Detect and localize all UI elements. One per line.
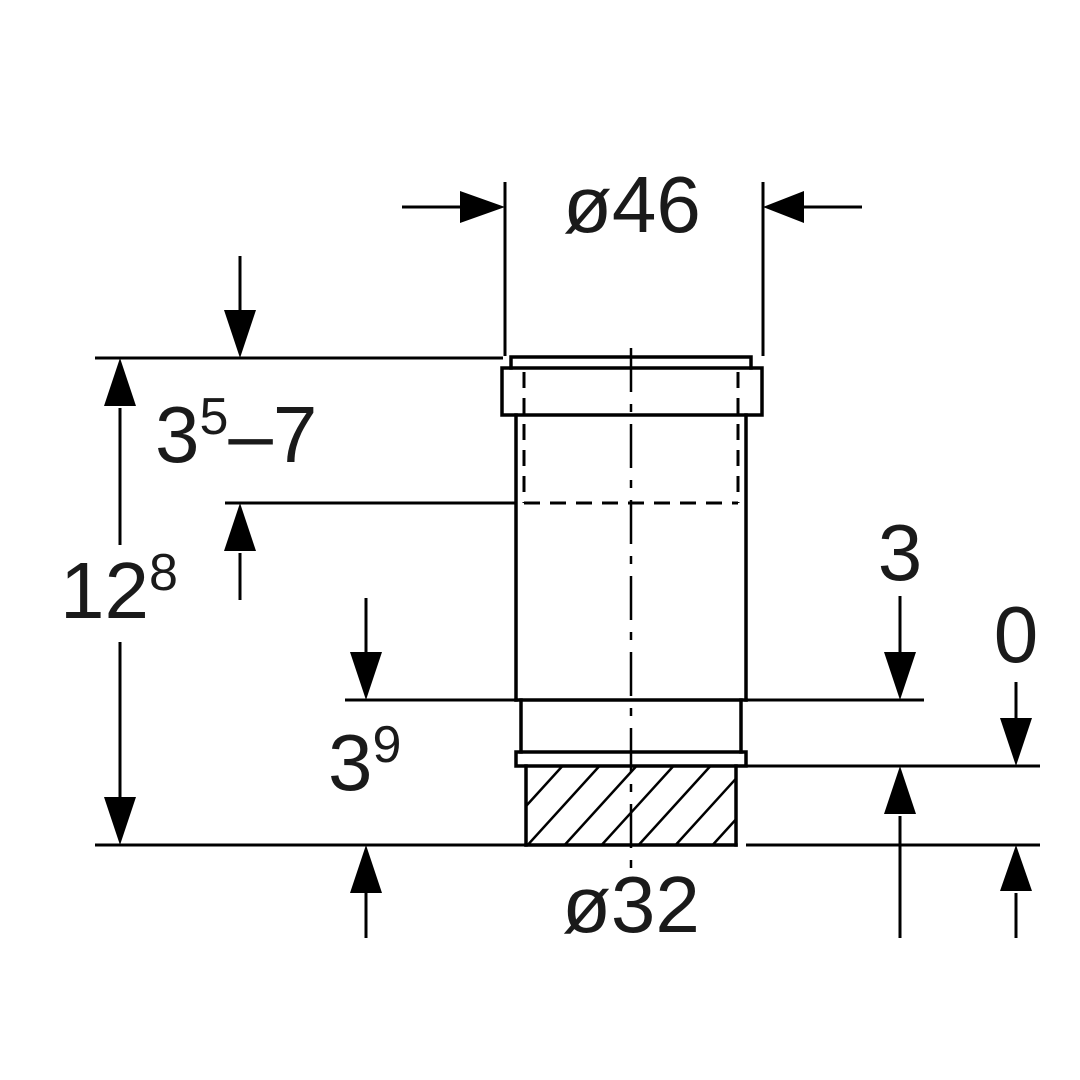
spigot-hatching xyxy=(527,767,735,844)
hatch-line xyxy=(527,767,601,844)
arrowhead-up xyxy=(224,503,256,551)
arrowhead-down xyxy=(104,797,136,845)
arrowhead-down xyxy=(350,652,382,700)
hatch-line xyxy=(711,818,735,844)
dim-datum: 0 xyxy=(746,590,1040,938)
dim-ridge-offset: 3 xyxy=(746,508,1040,938)
dim-top-diameter-label: ø46 xyxy=(563,160,701,249)
arrowhead-down xyxy=(884,652,916,700)
arrowhead-right xyxy=(460,191,505,223)
arrowhead-up xyxy=(884,766,916,814)
dim-bottom-diameter: ø32 xyxy=(562,860,700,949)
hatch-line xyxy=(527,767,564,807)
dim-insertion-depth-label: 35–7 xyxy=(155,388,317,479)
dim-spigot-length-label: 39 xyxy=(328,716,401,807)
arrowhead-up xyxy=(350,845,382,893)
arrowhead-left xyxy=(763,191,804,223)
dim-top-diameter: ø46 xyxy=(402,160,862,356)
dim-overall-height: 128 xyxy=(60,358,528,847)
hatch-line xyxy=(600,767,675,844)
dim-bottom-diameter-label: ø32 xyxy=(562,860,700,949)
dim-overall-height-label: 128 xyxy=(60,544,178,635)
dim-ridge-offset-label: 3 xyxy=(878,508,923,597)
arrowhead-up xyxy=(104,358,136,406)
dim-datum-label: 0 xyxy=(994,590,1039,679)
hatch-line xyxy=(563,767,638,844)
dim-insertion-depth: 35–7 xyxy=(95,256,516,600)
hatch-line xyxy=(674,777,735,844)
arrowhead-down xyxy=(224,310,256,358)
arrowhead-up xyxy=(1000,845,1032,891)
dim-spigot-length: 39 xyxy=(328,598,516,938)
hatch-line xyxy=(637,767,712,844)
arrowhead-down xyxy=(1000,718,1032,766)
